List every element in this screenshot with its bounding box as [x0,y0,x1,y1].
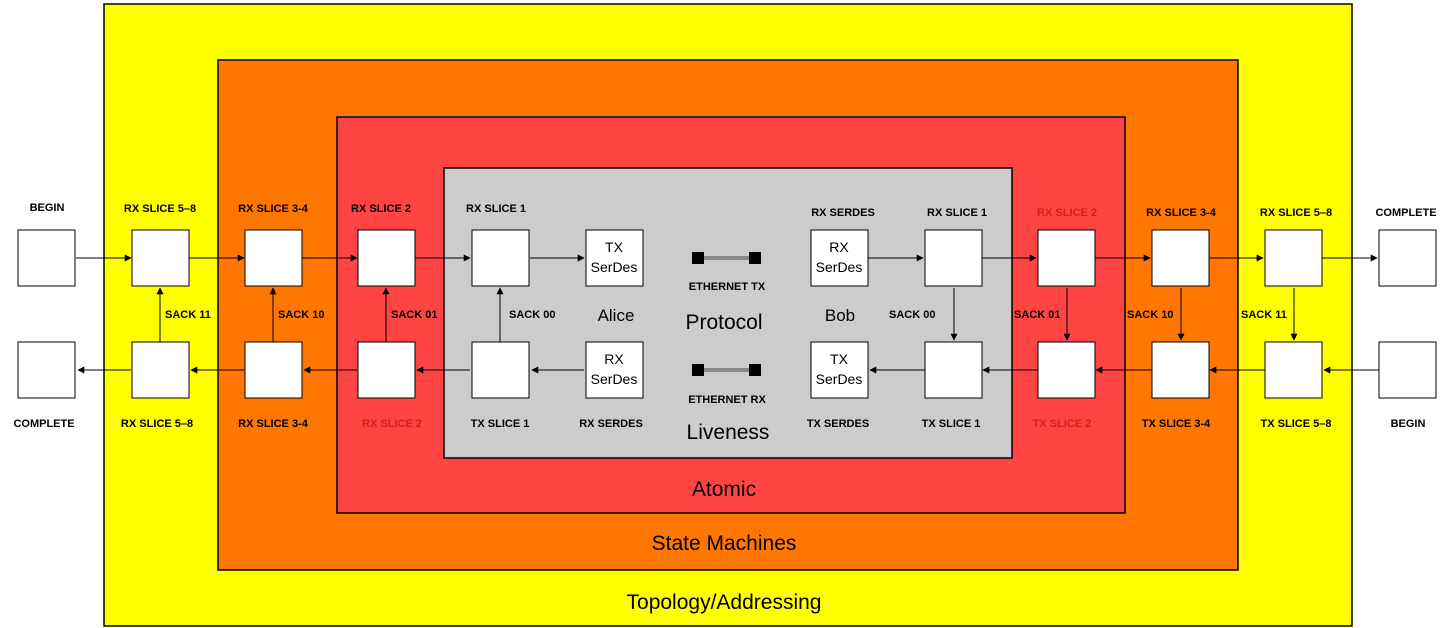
complete-right-label: COMPLETE [1375,207,1436,219]
rx-slice-3-4-box [244,341,303,399]
box-label: RX SLICE 1 [466,203,526,215]
rx-slice-5-8-box [131,341,190,399]
box-label: RX SLICE 5–8 [124,203,196,215]
sack-label: SACK 00 [889,309,935,321]
box-label: RX SERDES [811,207,875,219]
box-label: RX SLICE 3-4 [1146,207,1217,219]
box-label: TX SLICE 2 [1033,418,1092,430]
rx-slice-2-box [357,341,416,399]
complete-left-box [17,341,76,399]
rx-slice-3-4-box [244,229,303,287]
ethernet-rx-label: ETHERNET RX [688,394,766,406]
sack-label: SACK 11 [165,309,211,321]
rx-slice-1-box [924,229,983,287]
box-label: TX SLICE 1 [922,418,981,430]
topology-title: Topology/Addressing [627,591,822,614]
begin-right-box [1378,341,1437,399]
serdes-text: SerDes [816,371,863,387]
rx-slice-5-8-box [131,229,190,287]
protocol-layer [443,167,1013,459]
ethernet-rx-cable [692,364,761,376]
box-label: RX SLICE 3-4 [238,203,309,215]
state-machines-title: State Machines [652,532,797,555]
rx-slice-2-box [1037,229,1096,287]
rx-slice-2-box [357,229,416,287]
box-label: RX SLICE 2 [351,203,411,215]
rx-slice-5-8-box [1264,229,1323,287]
tx-slice-1-box [471,341,530,399]
tx-slice-3-4-box [1151,341,1210,399]
serdes-text: SerDes [591,371,638,387]
sack-label: SACK 10 [1127,309,1173,321]
serdes-text: RX [604,351,624,367]
box-label: RX SLICE 2 [1037,207,1097,219]
box-label: RX SLICE 5–8 [1260,207,1332,219]
box-label: TX SLICE 3-4 [1142,418,1211,430]
ethernet-tx-label: ETHERNET TX [689,281,766,293]
rx-slice-1-box [471,229,530,287]
alice-rx-serdes-box [585,341,644,399]
serdes-text: TX [605,239,624,255]
tx-slice-5-8-box [1264,341,1323,399]
serdes-text: TX [830,351,849,367]
complete-right-box [1378,229,1437,287]
ethernet-tx-cable [692,252,761,264]
rx-slice-3-4-box [1151,229,1210,287]
bob-rx-serdes-box [810,229,869,287]
box-label: RX SERDES [579,418,643,430]
liveness-title: Liveness [687,421,770,444]
box-label: RX SLICE 5–8 [121,418,193,430]
box-label: TX SLICE 1 [471,418,530,430]
bob-tx-serdes-box [810,341,869,399]
tx-slice-2-box [1037,341,1096,399]
box-label: TX SERDES [807,418,869,430]
sack-label: SACK 00 [509,309,555,321]
box-label: RX SLICE 3-4 [238,418,309,430]
tx-slice-1-box [924,341,983,399]
sack-label: SACK 10 [278,309,324,321]
serdes-text: SerDes [816,259,863,275]
alice-tx-serdes-box [585,229,644,287]
begin-left-box [17,229,76,287]
complete-left-label: COMPLETE [13,418,74,430]
begin-right-label: BEGIN [1391,418,1426,430]
box-label: RX SLICE 2 [362,418,422,430]
alice-label: Alice [598,306,635,325]
sack-label: SACK 01 [391,309,437,321]
serdes-text: RX [829,239,849,255]
sack-label: SACK 01 [1014,309,1060,321]
box-label: TX SLICE 5–8 [1261,418,1332,430]
sack-label: SACK 11 [1241,309,1287,321]
box-label: RX SLICE 1 [927,207,987,219]
protocol-title: Protocol [685,311,762,334]
begin-left-label: BEGIN [30,202,65,214]
bob-label: Bob [825,306,855,325]
atomic-title: Atomic [692,478,756,501]
serdes-text: SerDes [591,259,638,275]
